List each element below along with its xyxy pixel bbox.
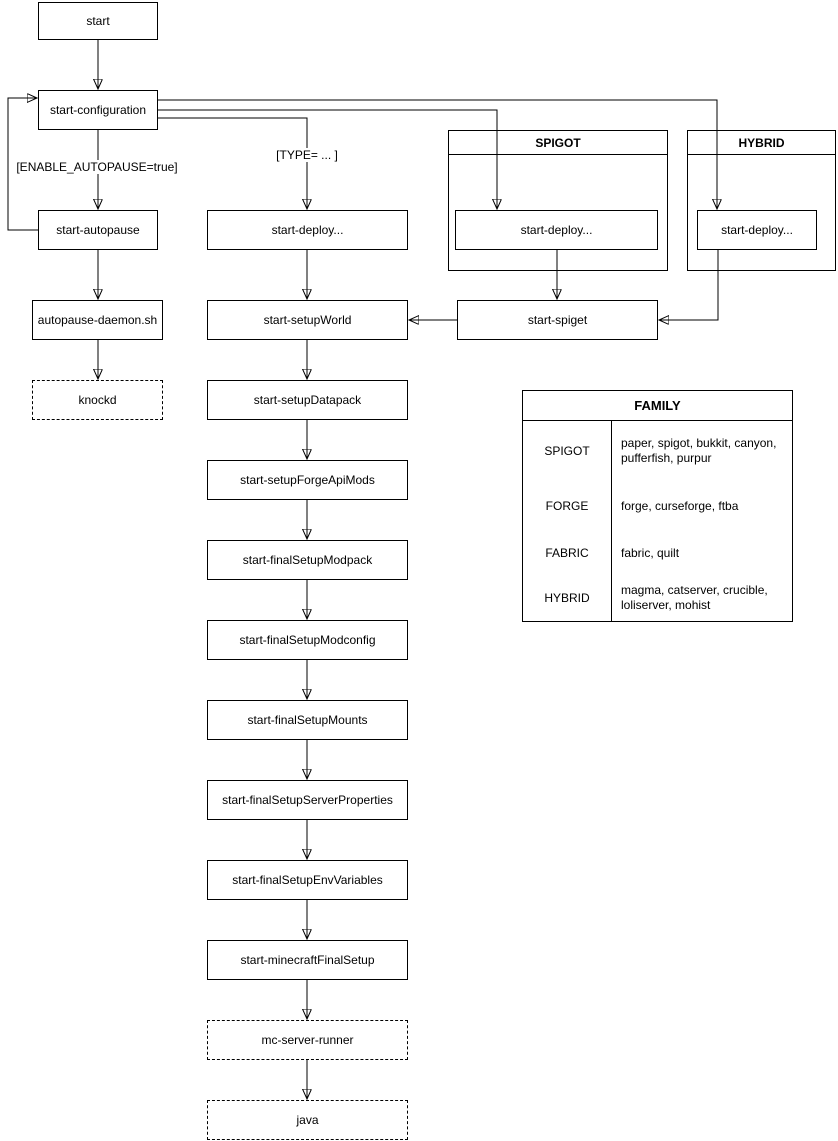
node-start-configuration: start-configuration: [38, 90, 158, 130]
node-start-minecraftfinalsetup: start-minecraftFinalSetup: [207, 940, 408, 980]
family-table-title: FAMILY: [523, 391, 792, 421]
family-values: forge, curseforge, ftba: [621, 498, 739, 513]
node-autopause-daemon: autopause-daemon.sh: [32, 300, 163, 340]
node-start-finalsetupmounts: start-finalSetupMounts: [207, 700, 408, 740]
family-values: magma, catserver, crucible, loliserver, …: [621, 583, 768, 612]
family-label: HYBRID: [544, 591, 590, 605]
hybrid-group-title: HYBRID: [688, 131, 835, 155]
spigot-group-title: SPIGOT: [449, 131, 667, 155]
node-start-deploy-main: start-deploy...: [207, 210, 408, 250]
family-row-forge: FORGE forge, curseforge, ftba: [523, 481, 792, 531]
family-label: SPIGOT: [544, 444, 590, 458]
family-table-column-divider: [611, 421, 612, 621]
edge-label-enable-autopause: [ENABLE_AUTOPAUSE=true]: [13, 160, 181, 174]
node-start-autopause: start-autopause: [38, 210, 158, 250]
node-start: start: [38, 2, 158, 40]
edge-label-type: [TYPE= ... ]: [273, 148, 341, 162]
node-start-finalsetupserverproperties: start-finalSetupServerProperties: [207, 780, 408, 820]
node-start-spiget: start-spiget: [457, 300, 658, 340]
family-label: FORGE: [545, 499, 589, 513]
family-table: FAMILY SPIGOT paper, spigot, bukkit, can…: [522, 390, 793, 622]
node-mc-server-runner: mc-server-runner: [207, 1020, 408, 1060]
node-start-deploy-spigot: start-deploy...: [455, 210, 658, 250]
node-start-setupworld: start-setupWorld: [207, 300, 408, 340]
node-start-setupforgeapimods: start-setupForgeApiMods: [207, 460, 408, 500]
family-row-hybrid: HYBRID magma, catserver, crucible, lolis…: [523, 575, 792, 621]
node-start-finalsetupmodconfig: start-finalSetupModconfig: [207, 620, 408, 660]
node-start-finalsetupenvvariables: start-finalSetupEnvVariables: [207, 860, 408, 900]
family-values: paper, spigot, bukkit, canyon, pufferfis…: [621, 436, 777, 465]
node-start-setupdatapack: start-setupDatapack: [207, 380, 408, 420]
family-row-fabric: FABRIC fabric, quilt: [523, 531, 792, 575]
family-label: FABRIC: [545, 546, 589, 560]
node-java: java: [207, 1100, 408, 1140]
node-start-finalsetupmodpack: start-finalSetupModpack: [207, 540, 408, 580]
node-knockd: knockd: [32, 380, 163, 420]
node-start-deploy-hybrid: start-deploy...: [697, 210, 817, 250]
family-values: fabric, quilt: [621, 545, 680, 560]
family-table-body: SPIGOT paper, spigot, bukkit, canyon, pu…: [523, 421, 792, 621]
family-row-spigot: SPIGOT paper, spigot, bukkit, canyon, pu…: [523, 421, 792, 481]
